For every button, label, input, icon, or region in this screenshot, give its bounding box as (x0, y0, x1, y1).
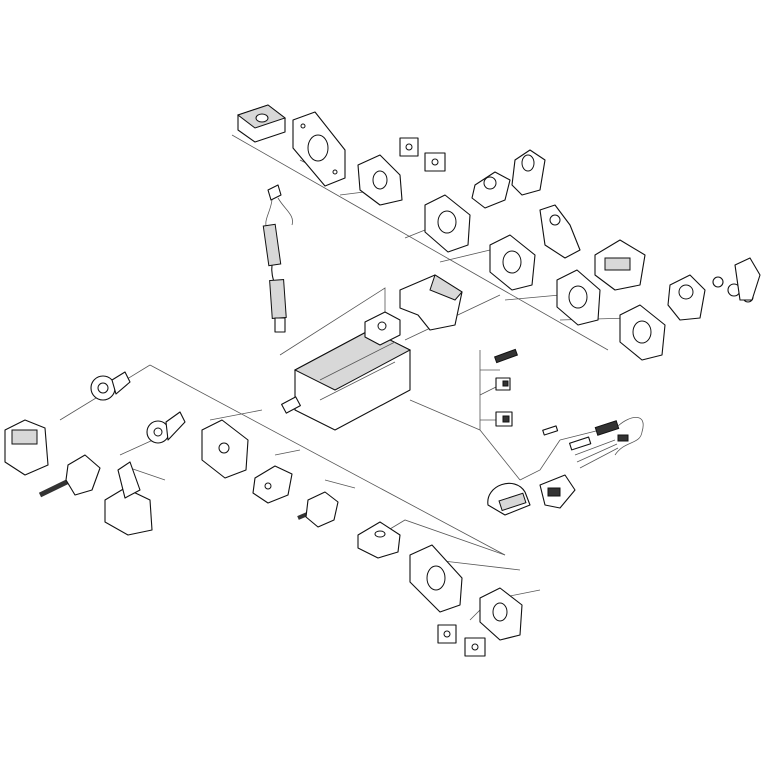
sensor-mount-1 (495, 377, 511, 391)
square-flange-left (201, 419, 249, 479)
clevis-bracket-left (104, 461, 153, 536)
sensor-with-cable (542, 416, 644, 469)
trunnion-flange-bottom (479, 587, 523, 641)
trunnion-flange-part (357, 154, 403, 206)
flange-plate-part (292, 111, 346, 187)
clevis-bracket-part-1 (471, 171, 511, 209)
pneumatic-cylinder[interactable] (281, 311, 412, 431)
rod-eye-part-2 (146, 411, 186, 444)
clevis-block-bottom-1 (437, 624, 457, 644)
connecting-cable-part (262, 184, 293, 333)
self-aligning-rod-coupler (297, 491, 339, 528)
pin-washer-set (712, 257, 761, 303)
rod-clevis-part (252, 465, 293, 504)
square-flange-part-4 (619, 304, 666, 361)
foot-mounting-part (236, 104, 287, 143)
proximity-sensor-1 (493, 348, 519, 364)
sensor-mount-2 (495, 411, 513, 427)
clevis-block-small-1 (399, 137, 419, 157)
rod-eye-bracket-part (667, 274, 706, 321)
pivot-bracket-part (539, 204, 581, 259)
square-flange-part-3 (556, 269, 601, 326)
angle-bracket-part (399, 274, 463, 331)
rod-clevis-threaded (38, 454, 101, 498)
eye-bracket-part (511, 149, 546, 196)
flange-plate-bottom (409, 544, 463, 613)
rod-eye-part-1 (90, 371, 131, 401)
square-flange-part-2 (489, 234, 536, 291)
sensor-clamp-2 (539, 474, 576, 509)
clevis-block-small-2 (424, 152, 446, 172)
square-flange-part-1 (424, 194, 471, 253)
foot-mounting-bottom (357, 521, 401, 559)
clevis-block-bottom-2 (464, 637, 486, 657)
clevis-foot-part (594, 239, 646, 291)
clevis-foot-left (4, 419, 49, 476)
sensor-clamp-1 (487, 482, 531, 516)
